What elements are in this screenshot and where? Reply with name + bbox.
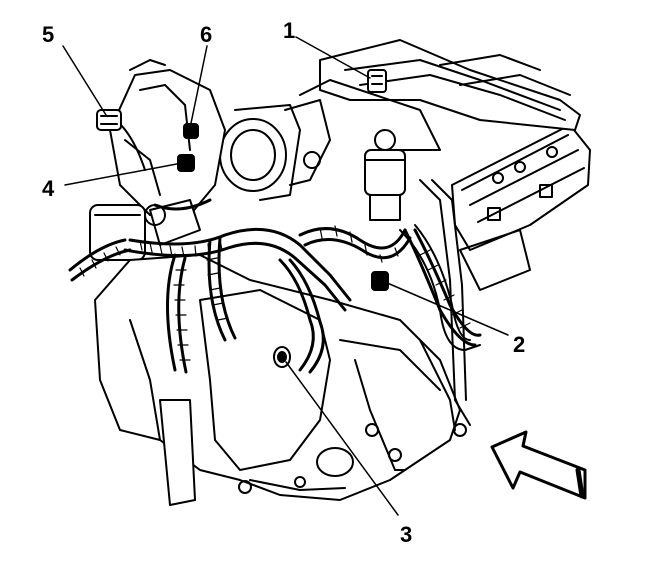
component-5-connector <box>96 109 146 171</box>
transmission-case <box>94 254 467 506</box>
callout-4: 4 <box>42 176 55 201</box>
callout-6: 6 <box>200 22 212 47</box>
direction-arrow <box>490 430 587 500</box>
callout-3: 3 <box>400 522 412 547</box>
component-2-connector <box>371 271 389 291</box>
leader-lines <box>62 36 509 516</box>
callout-1: 1 <box>283 18 295 43</box>
egr-valve <box>364 129 406 221</box>
callout-2: 2 <box>513 332 525 357</box>
coolant-tubes <box>399 179 481 426</box>
wiring-harness <box>68 198 482 374</box>
throttle-body <box>219 99 331 201</box>
valve-cover <box>451 124 591 291</box>
left-housing <box>89 59 226 261</box>
harness-hatching <box>79 225 471 361</box>
intake-manifold <box>299 39 581 151</box>
component-1-connector <box>367 69 387 93</box>
callout-5: 5 <box>42 22 54 47</box>
